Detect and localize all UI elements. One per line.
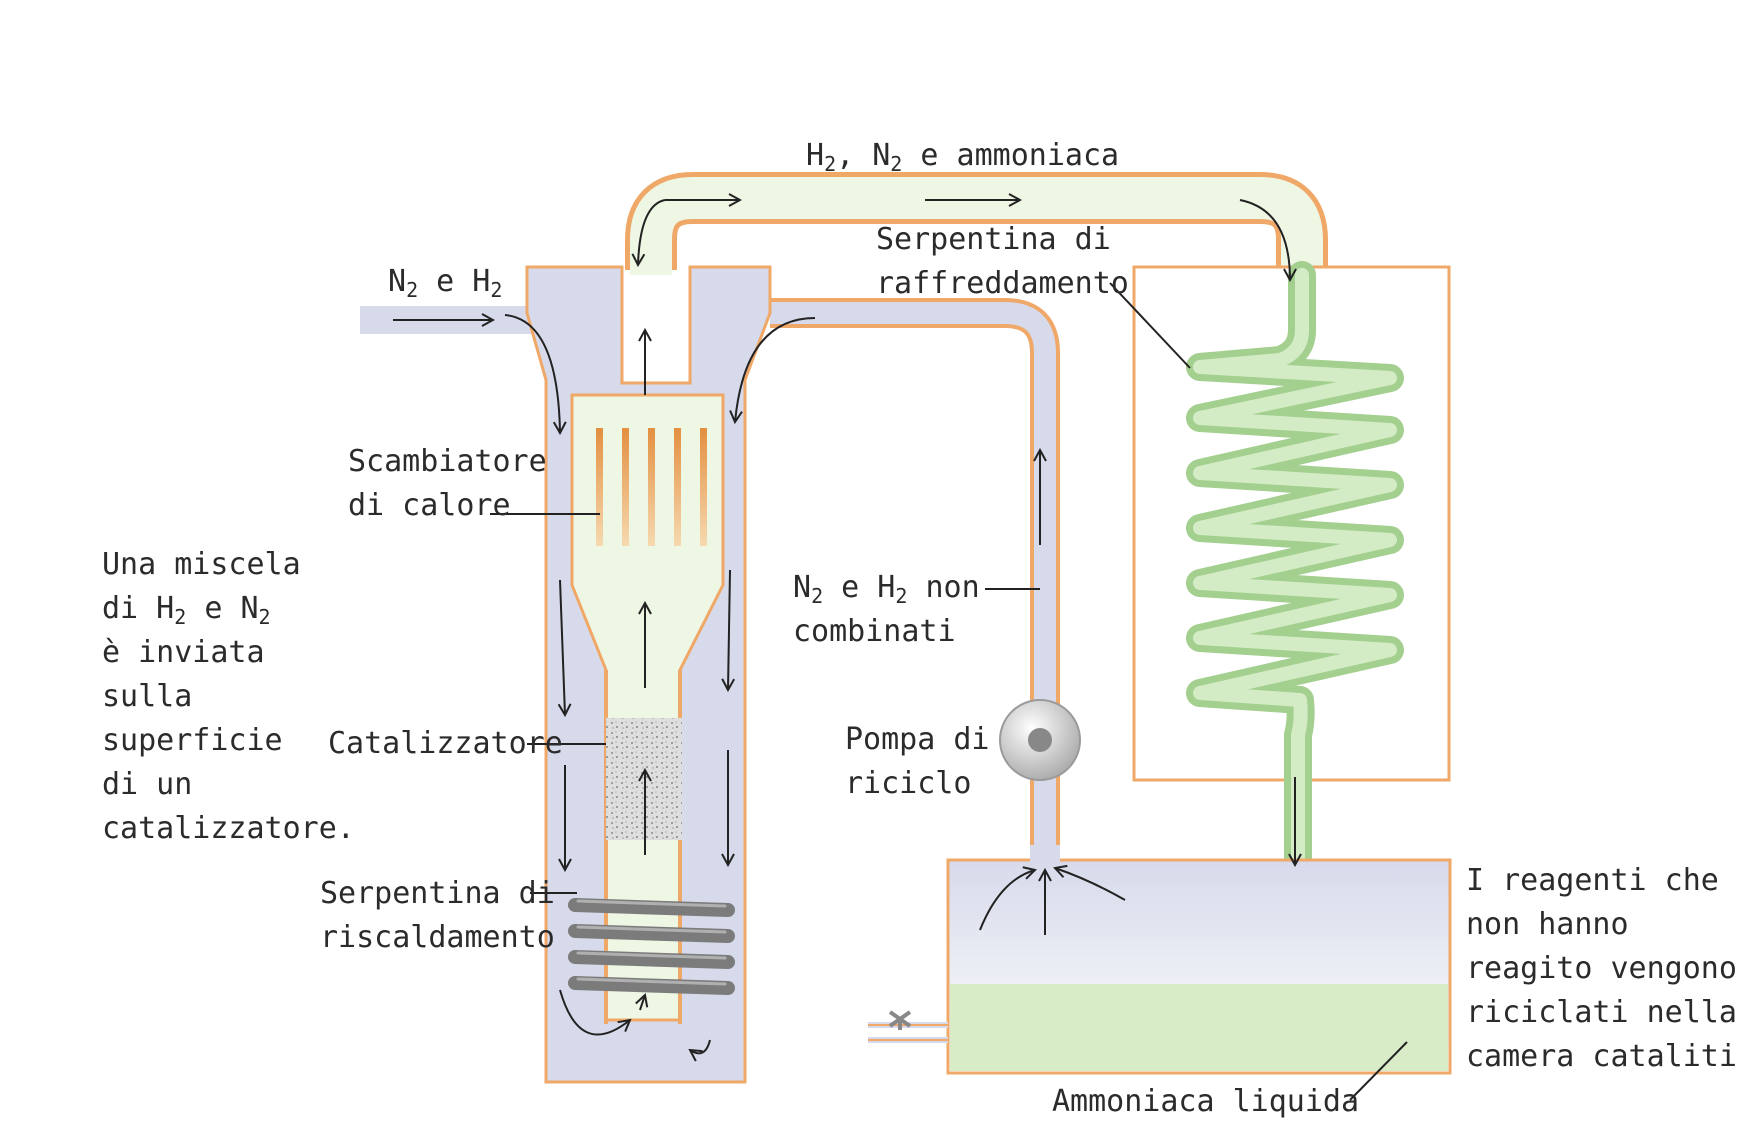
liquid-ammonia [950, 984, 1448, 1071]
top-pipe [625, 172, 1328, 275]
label-heat-exchanger: Scambiatore di calore [348, 444, 547, 523]
heating-coil [568, 898, 735, 995]
heat-exchanger-bars [596, 428, 707, 546]
label-heating-coil: Serpentina di riscaldamento [320, 876, 555, 955]
label-catalyst: Catalizzatore [328, 726, 563, 761]
condenser [1132, 261, 1451, 980]
cooling-coil [1186, 261, 1404, 894]
label-top-flow: H2, N2 e ammoniaca [806, 138, 1120, 176]
leader-lines [490, 282, 1408, 1101]
label-uncombined: N2 e H2 non combinati [793, 570, 980, 649]
label-liquid-ammonia: Ammoniaca liquida [1052, 1084, 1360, 1119]
recycle-pump [999, 699, 1081, 781]
label-pump: Pompa di riciclo [845, 722, 990, 801]
label-recycle-note: I reagenti che non hanno reagito vengono… [1466, 863, 1739, 1074]
label-intro: Una miscela di H2 e N2 è inviata sulla s… [102, 547, 355, 846]
label-inlet: N2 e H2 [388, 264, 503, 302]
drain-valve-icon [888, 1010, 912, 1030]
collection-tank [868, 845, 1452, 1075]
recycle-pipe [770, 298, 1060, 860]
label-cooling-coil: Serpentina di raffreddamento [876, 222, 1129, 301]
flow-arrows [393, 200, 1295, 1053]
